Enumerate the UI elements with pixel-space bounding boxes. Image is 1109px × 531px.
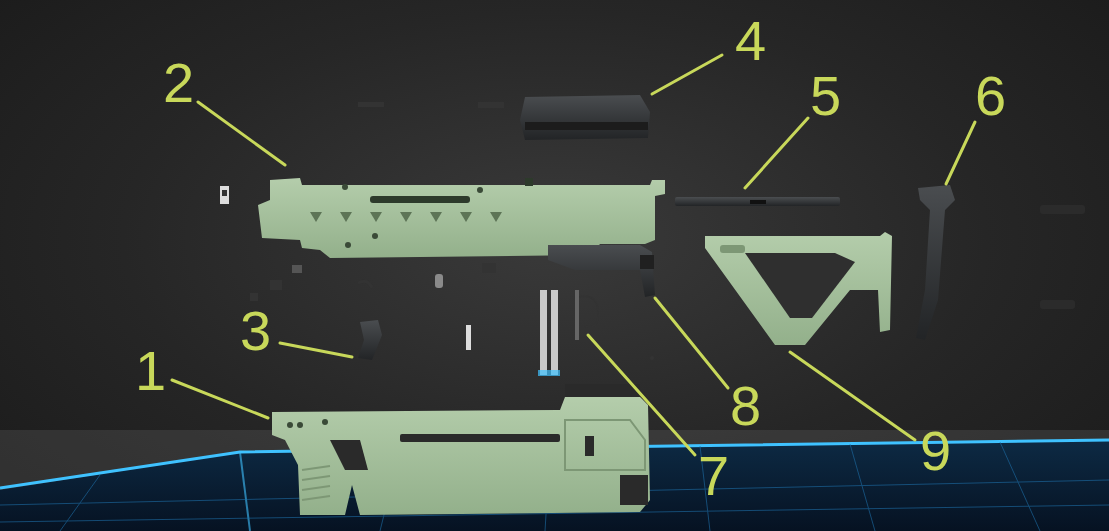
callout-number: 9 <box>920 423 951 479</box>
callout-number: 2 <box>163 55 194 111</box>
callout-number: 7 <box>698 448 729 504</box>
callout-number: 4 <box>735 13 766 69</box>
leader-lines <box>172 55 975 455</box>
callout-number: 3 <box>240 303 271 359</box>
callout-number: 1 <box>135 343 166 399</box>
callout-number: 5 <box>810 68 841 124</box>
callout-number: 6 <box>975 68 1006 124</box>
callout-number: 8 <box>730 378 761 434</box>
